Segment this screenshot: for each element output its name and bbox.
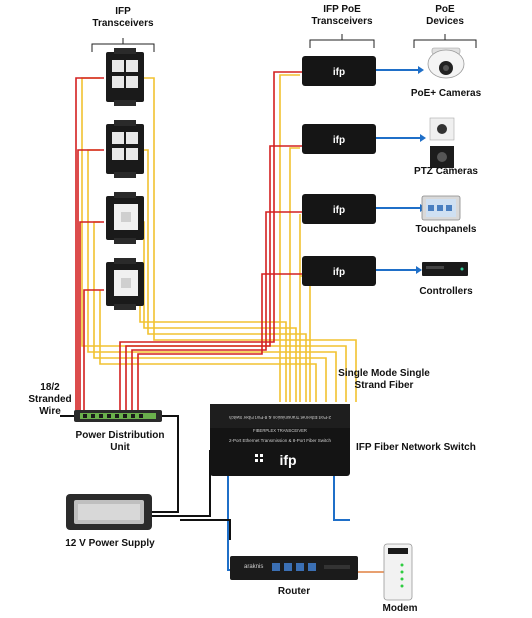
power-lines bbox=[75, 71, 302, 412]
poe-brand-text: ifp bbox=[333, 205, 345, 216]
controller-icon bbox=[422, 262, 468, 276]
ptz-camera-icon bbox=[429, 117, 455, 168]
label-line: Devices bbox=[426, 16, 464, 27]
label-line: IFP PoE bbox=[323, 4, 361, 15]
label-line: 18/2 bbox=[40, 382, 60, 393]
power-supply bbox=[66, 494, 152, 530]
power-distribution-unit-label: Power Distribution Unit bbox=[68, 430, 172, 454]
switch-brand-text: ifp bbox=[279, 452, 296, 468]
switch-top-text: FIBERPLEX TRANSCEIVER bbox=[253, 428, 307, 433]
router: araknis bbox=[230, 556, 358, 580]
power-distribution-unit bbox=[74, 410, 162, 422]
label-line: Single Mode Single bbox=[338, 368, 430, 379]
ifp-transceiver-1 bbox=[106, 48, 144, 106]
poe-transceiver-2: ifp bbox=[302, 124, 376, 154]
label-line: Stranded bbox=[28, 394, 72, 405]
modem-label: Modem bbox=[382, 603, 418, 614]
dome-camera-icon bbox=[427, 47, 465, 79]
ptz-cameras-label: PTZ Cameras bbox=[414, 166, 478, 177]
poe-transceiver-1: ifp bbox=[302, 56, 376, 86]
router-brand-text: araknis bbox=[244, 564, 263, 570]
label-line: Power Distribution bbox=[75, 430, 165, 441]
label-line: IFP bbox=[115, 6, 131, 17]
poe-transceiver-4: ifp bbox=[302, 256, 376, 286]
poe-brand-text: ifp bbox=[333, 267, 345, 278]
ifp-transceiver-4 bbox=[106, 258, 144, 310]
switch-main-text: 2-Port Ethernet Transmission & 8-Port Fi… bbox=[229, 438, 332, 443]
poe-cameras-label: PoE+ Cameras bbox=[410, 88, 482, 99]
label-line: PoE bbox=[435, 4, 455, 15]
touchpanel-icon bbox=[421, 195, 461, 221]
poe-transceiver-3: ifp bbox=[302, 194, 376, 224]
fiber-network-switch: 2-Port Ethernet Transmission & 8-Port Fi… bbox=[210, 404, 350, 476]
dc-cables bbox=[60, 415, 231, 540]
single-mode-fiber-label: Single Mode Single Strand Fiber bbox=[332, 368, 436, 392]
ifp-transceiver-3 bbox=[106, 192, 144, 244]
label-line: Unit bbox=[110, 442, 130, 453]
poe-brand-text: ifp bbox=[333, 135, 345, 146]
label-line: Transceivers bbox=[311, 16, 373, 27]
controllers-label: Controllers bbox=[419, 286, 473, 297]
label-line: Wire bbox=[39, 406, 61, 417]
ifp-transceiver-2 bbox=[106, 120, 144, 178]
label-line: Strand Fiber bbox=[354, 380, 414, 391]
ifp-poe-transceivers-label: IFP PoE Transceivers bbox=[306, 4, 378, 28]
modem bbox=[383, 543, 413, 601]
touchpanels-label: Touchpanels bbox=[415, 224, 477, 235]
power-supply-label: 12 V Power Supply bbox=[65, 538, 155, 549]
ifp-transceivers-label: IFP Transceivers bbox=[88, 6, 158, 30]
label-line: Transceivers bbox=[92, 18, 154, 29]
router-label: Router bbox=[277, 586, 311, 597]
ifp-logo-icon bbox=[255, 454, 263, 462]
stranded-wire-label: 18/2 Stranded Wire bbox=[22, 382, 78, 418]
fiber-network-switch-label: IFP Fiber Network Switch bbox=[356, 442, 476, 453]
switch-mirror-text: 2-Port Ethernet Transmission & 8-Port Fi… bbox=[228, 415, 331, 420]
poe-brand-text: ifp bbox=[333, 67, 345, 78]
poe-devices-label: PoE Devices bbox=[414, 4, 476, 28]
group-brackets bbox=[91, 34, 477, 52]
